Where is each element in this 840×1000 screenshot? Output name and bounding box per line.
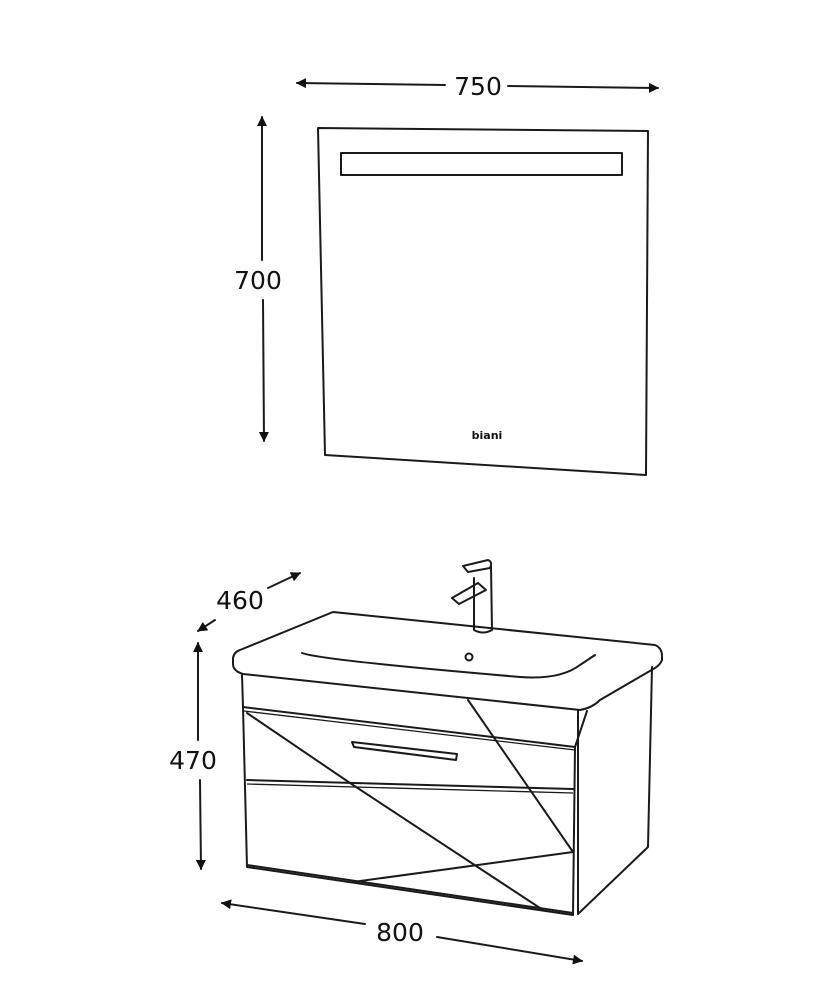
mirror-width-dimension: 750 — [296, 72, 659, 101]
brand-logo: biani — [472, 429, 503, 442]
svg-text:750: 750 — [454, 72, 502, 101]
svg-text:460: 460 — [216, 586, 264, 615]
mirror: biani — [317, 127, 649, 476]
led-light-bar — [340, 152, 623, 176]
faucet — [451, 559, 493, 634]
svg-text:800: 800 — [376, 918, 424, 947]
cabinet-height-dimension: 470 — [169, 642, 217, 870]
cabinet-depth-dimension: 460 — [197, 572, 301, 632]
mirror-height-dimension: 700 — [234, 116, 282, 442]
drawer-handle — [351, 741, 458, 761]
washbasin — [232, 611, 663, 711]
vanity-cabinet — [241, 666, 653, 916]
svg-text:700: 700 — [234, 266, 282, 295]
svg-text:470: 470 — [169, 746, 217, 775]
tap-hole — [464, 652, 474, 662]
cabinet-width-dimension: 800 — [221, 899, 583, 965]
